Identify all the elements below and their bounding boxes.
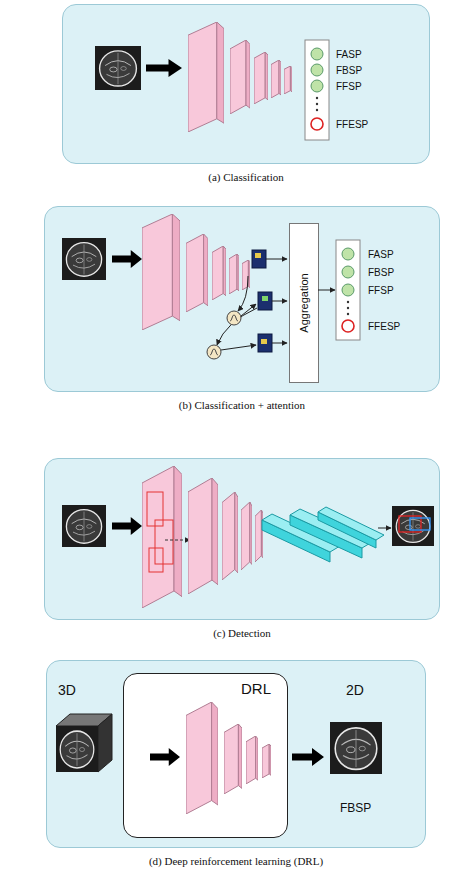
cnn-layer xyxy=(212,246,226,300)
cnn-layer xyxy=(271,60,281,98)
cnn-layer xyxy=(222,492,238,580)
cnn-layer xyxy=(188,22,224,132)
ellipsis-dot xyxy=(347,301,349,303)
volume-top xyxy=(56,714,112,726)
ellipsis-dot xyxy=(347,313,349,315)
cnn-layer xyxy=(142,214,180,330)
ellipsis-dot xyxy=(316,103,318,105)
attention-arrow xyxy=(221,345,256,350)
fc-layer xyxy=(262,520,330,562)
cnn-layer xyxy=(186,234,208,312)
output-neuron xyxy=(311,48,323,60)
ellipsis-dot xyxy=(347,307,349,309)
sigmoid-gate xyxy=(207,345,221,359)
panel-caption: (d) Deep reinforcement learning (DRL) xyxy=(47,855,425,867)
cnn-layer xyxy=(230,40,250,114)
output-layer xyxy=(336,240,360,340)
fc-layer xyxy=(318,512,376,548)
roi-arrow xyxy=(165,540,190,541)
cnn-layer xyxy=(229,254,239,294)
sigmoid-curve xyxy=(210,349,218,355)
output-neuron xyxy=(342,284,354,296)
fc-layer xyxy=(290,515,362,558)
fc-layer xyxy=(262,514,340,552)
cnn-layer xyxy=(242,260,250,290)
ultrasound-image xyxy=(62,238,106,280)
figure-panel: (c) Detection xyxy=(44,458,440,620)
figure-panel: (a) Classification xyxy=(62,4,430,164)
fc-layer xyxy=(318,507,384,540)
ellipsis-dot xyxy=(316,109,318,111)
sigmoid-gate xyxy=(227,311,241,325)
attention-arrow xyxy=(241,304,256,316)
attention-spot xyxy=(255,253,261,258)
output-layer xyxy=(305,40,329,140)
panel-caption: (b) Classification + attention xyxy=(45,399,439,411)
feature-arrow xyxy=(272,343,287,344)
region-proposal xyxy=(147,492,163,526)
fc-layer xyxy=(290,509,372,548)
bounding-box xyxy=(399,516,421,532)
volume-front xyxy=(56,726,98,772)
aggregation-arrow xyxy=(318,290,335,291)
region-proposal xyxy=(149,548,163,572)
sigmoid-curve xyxy=(230,315,238,321)
cnn-layer xyxy=(188,478,218,594)
ellipsis-dot xyxy=(316,97,318,99)
output-neuron xyxy=(342,248,354,260)
cnn-layer xyxy=(284,66,292,94)
bounding-box xyxy=(410,518,430,530)
input-arrow xyxy=(146,59,182,77)
cnn-layer xyxy=(241,502,252,570)
box-label: Aggregation xyxy=(298,273,310,332)
feature-map xyxy=(258,334,272,352)
drl-box: DRL xyxy=(123,673,288,838)
detection-image xyxy=(392,506,434,546)
input-arrow xyxy=(112,250,142,268)
feature-arrow xyxy=(272,301,287,302)
output-neuron-active xyxy=(342,320,354,332)
cnn-layer xyxy=(142,466,182,608)
cnn-layer xyxy=(186,702,218,814)
attention-spot xyxy=(261,339,267,344)
panel-caption: (c) Detection xyxy=(45,627,439,639)
output-arrow xyxy=(292,748,324,766)
aggregation-box: Aggregation xyxy=(289,223,319,383)
output-neuron xyxy=(342,266,354,278)
input-arrow xyxy=(150,748,180,766)
input-arrow xyxy=(112,517,142,535)
cnn-layer xyxy=(262,744,271,778)
cnn-layer xyxy=(224,724,242,794)
cnn-layer xyxy=(255,510,263,562)
feature-map xyxy=(258,292,272,310)
attention-arrow xyxy=(217,308,257,345)
ultrasound-image xyxy=(62,505,106,547)
ultrasound-image xyxy=(95,46,141,90)
panel-caption: (a) Classification xyxy=(63,171,429,183)
output-neuron-active xyxy=(311,118,323,130)
feature-map xyxy=(252,250,266,268)
output-arrow xyxy=(378,528,391,529)
output-neuron xyxy=(311,80,323,92)
figure-panel: (b) Classification + attentionAggregatio… xyxy=(44,206,440,392)
cnn-layer xyxy=(254,52,268,104)
attention-spot xyxy=(262,296,268,301)
figure-panel: (d) Deep reinforcement learning (DRL)DRL xyxy=(46,660,426,848)
region-proposal xyxy=(155,520,173,564)
plane-image xyxy=(330,722,382,774)
output-neuron xyxy=(311,64,323,76)
attention-arrow xyxy=(238,276,248,311)
feature-arrow xyxy=(266,259,287,260)
box-label: DRL xyxy=(241,680,271,697)
volume-side xyxy=(98,714,112,772)
cnn-layer xyxy=(246,736,258,784)
